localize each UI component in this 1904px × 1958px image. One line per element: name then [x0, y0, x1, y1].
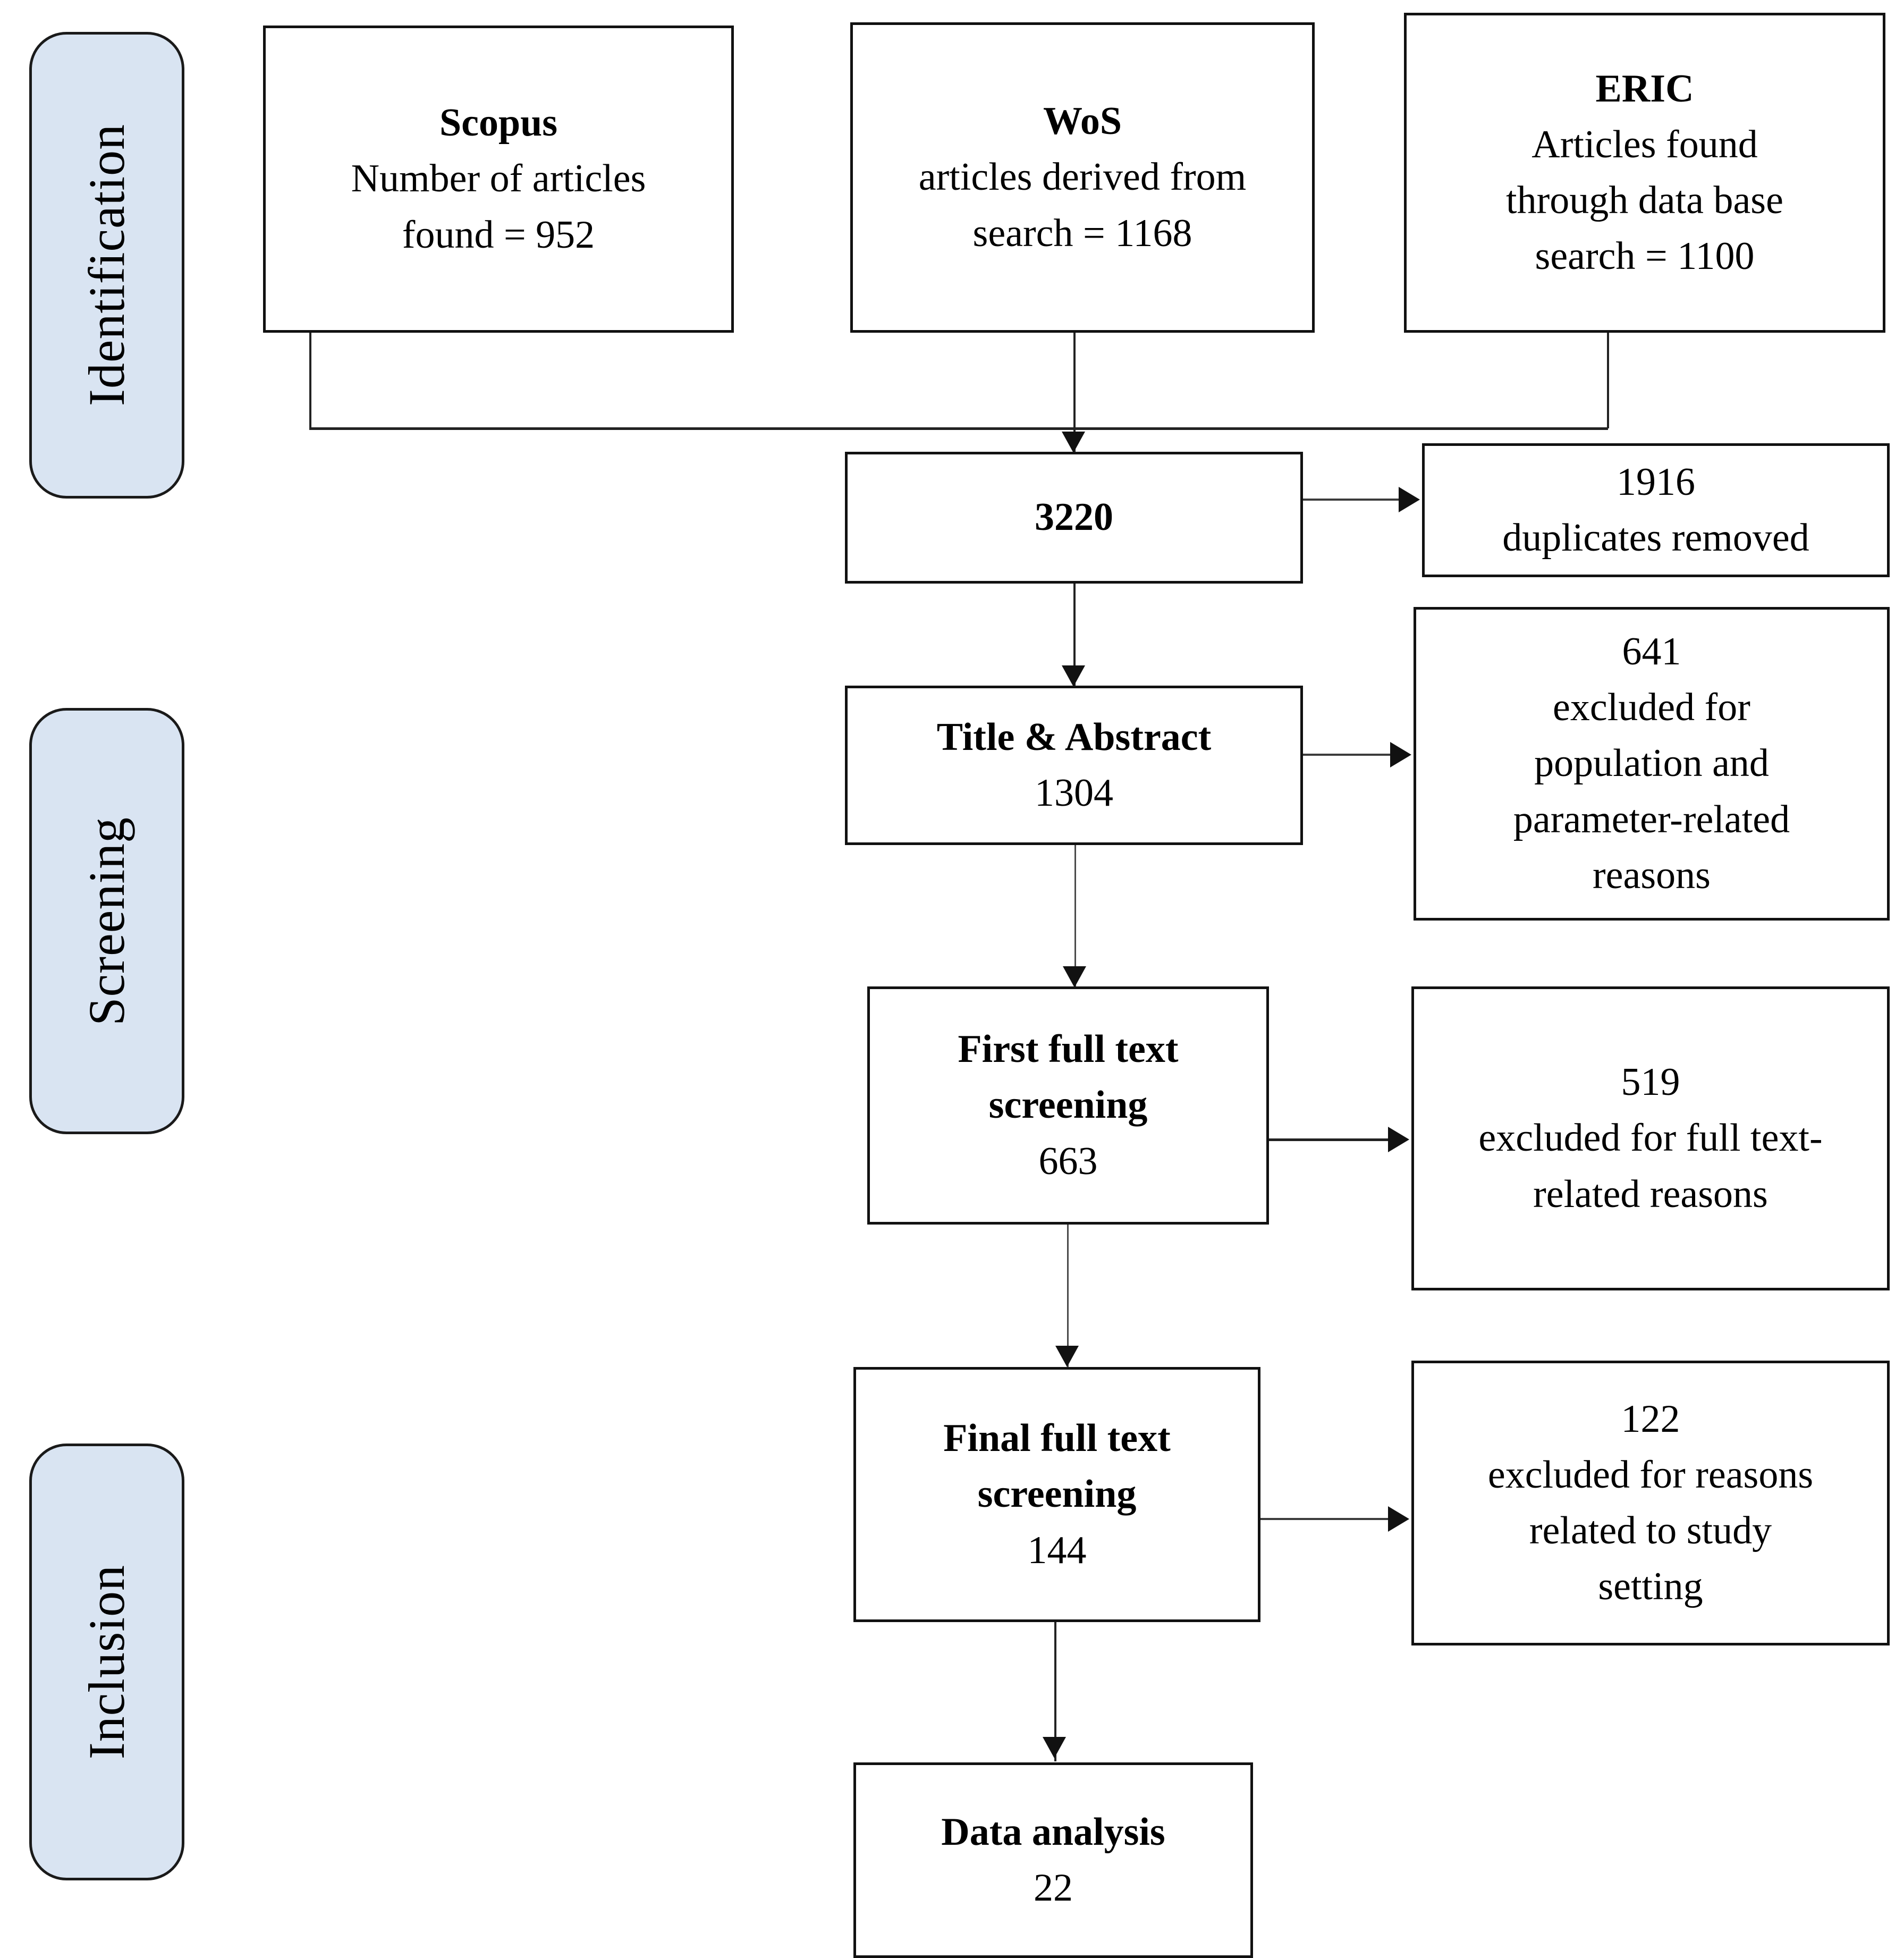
- arrowhead-to-duplicates: [1399, 487, 1420, 512]
- data-analysis-value: 22: [1034, 1866, 1073, 1910]
- connector-finalft-to-exclusion: [1260, 1518, 1390, 1520]
- stage-label-identification: Identification: [78, 124, 135, 407]
- exclusion-box-title-abstract: 641 excluded for population and paramete…: [1414, 607, 1890, 921]
- connector-ta-to-exclusion: [1303, 754, 1392, 756]
- connector-fft-to-final-full-text: [1067, 1225, 1069, 1369]
- arrowhead-to-first-full-text: [1063, 966, 1086, 988]
- exclusion-ta-count: 641: [1622, 630, 1681, 674]
- exclusion-finalft-count: 122: [1621, 1397, 1680, 1441]
- first-full-text-label-line2: screening: [988, 1083, 1148, 1127]
- connector-records-to-title-abstract: [1073, 584, 1076, 690]
- source-scopus-line3: found = 952: [402, 213, 595, 257]
- source-wos-line3: search = 1168: [972, 211, 1192, 255]
- stage-label-inclusion: Inclusion: [78, 1564, 135, 1760]
- stage-label-screening: Screening: [78, 816, 135, 1026]
- source-box-eric: ERIC Articles found through data base se…: [1404, 13, 1885, 333]
- exclusion-duplicates-line2: duplicates removed: [1502, 516, 1809, 560]
- exclusion-box-first-full-text: 519 excluded for full text- related reas…: [1411, 986, 1890, 1290]
- arrowhead-to-records: [1062, 432, 1085, 453]
- connector-eric-down: [1607, 333, 1609, 428]
- flow-box-final-full-text: Final full text screening 144: [853, 1367, 1260, 1622]
- source-eric-name: ERIC: [1595, 66, 1694, 111]
- source-box-scopus: Scopus Number of articles found = 952: [263, 26, 734, 333]
- title-abstract-value: 1304: [1035, 771, 1113, 815]
- first-full-text-value: 663: [1038, 1139, 1098, 1183]
- source-eric-line3: through data base: [1506, 179, 1783, 222]
- stage-pill-inclusion: Inclusion: [29, 1444, 184, 1880]
- arrowhead-to-final-full-text: [1055, 1346, 1079, 1367]
- first-full-text-label-line1: First full text: [958, 1027, 1179, 1071]
- exclusion-duplicates-count: 1916: [1617, 460, 1695, 504]
- source-eric-line4: search = 1100: [1535, 234, 1755, 278]
- records-identified-value: 3220: [1035, 495, 1113, 539]
- exclusion-finalft-line4: setting: [1598, 1565, 1703, 1609]
- stage-pill-identification: Identification: [29, 32, 184, 499]
- connector-scopus-down: [309, 333, 311, 428]
- source-box-wos: WoS articles derived from search = 1168: [850, 22, 1315, 333]
- flow-box-first-full-text: First full text screening 663: [867, 986, 1269, 1225]
- source-scopus-line2: Number of articles: [351, 157, 646, 201]
- connector-fft-to-exclusion: [1269, 1138, 1390, 1141]
- connector-records-to-duplicates: [1303, 499, 1401, 501]
- exclusion-ta-line4: parameter-related: [1513, 797, 1790, 841]
- source-scopus-name: Scopus: [439, 101, 558, 145]
- connector-merge-bar: [309, 427, 1608, 430]
- exclusion-ta-line2: excluded for: [1553, 686, 1750, 730]
- title-abstract-label: Title & Abstract: [936, 715, 1212, 759]
- exclusion-box-final-full-text: 122 excluded for reasons related to stud…: [1411, 1361, 1890, 1645]
- stage-pill-screening: Screening: [29, 708, 184, 1134]
- connector-ta-to-first-full-text: [1074, 845, 1076, 990]
- arrowhead-to-data-analysis: [1043, 1737, 1066, 1758]
- flow-box-records-identified: 3220: [845, 452, 1303, 584]
- connector-finalft-to-data-analysis: [1054, 1622, 1056, 1761]
- exclusion-fft-count: 519: [1621, 1060, 1680, 1104]
- data-analysis-label: Data analysis: [941, 1810, 1165, 1854]
- exclusion-ta-line5: reasons: [1593, 853, 1711, 897]
- exclusion-fft-line3: related reasons: [1533, 1172, 1768, 1216]
- exclusion-box-duplicates: 1916 duplicates removed: [1422, 443, 1890, 577]
- arrowhead-to-ta-exclusion: [1390, 742, 1411, 767]
- arrowhead-to-fft-exclusion: [1388, 1127, 1409, 1152]
- flow-box-data-analysis: Data analysis 22: [853, 1762, 1253, 1958]
- exclusion-fft-line2: excluded for full text-: [1478, 1116, 1823, 1160]
- final-full-text-value: 144: [1027, 1528, 1087, 1572]
- exclusion-finalft-line2: excluded for reasons: [1487, 1453, 1814, 1497]
- final-full-text-label-line2: screening: [977, 1472, 1137, 1516]
- source-eric-line2: Articles found: [1531, 122, 1758, 166]
- arrowhead-to-title-abstract: [1062, 665, 1085, 687]
- source-wos-line2: articles derived from: [918, 155, 1247, 199]
- source-wos-name: WoS: [1043, 99, 1122, 144]
- exclusion-finalft-line3: related to study: [1529, 1509, 1772, 1552]
- exclusion-ta-line3: population and: [1534, 741, 1769, 786]
- connector-wos-down: [1073, 333, 1076, 439]
- arrowhead-to-finalft-exclusion: [1388, 1506, 1409, 1532]
- final-full-text-label-line1: Final full text: [943, 1416, 1171, 1461]
- flow-box-title-abstract: Title & Abstract 1304: [845, 686, 1303, 845]
